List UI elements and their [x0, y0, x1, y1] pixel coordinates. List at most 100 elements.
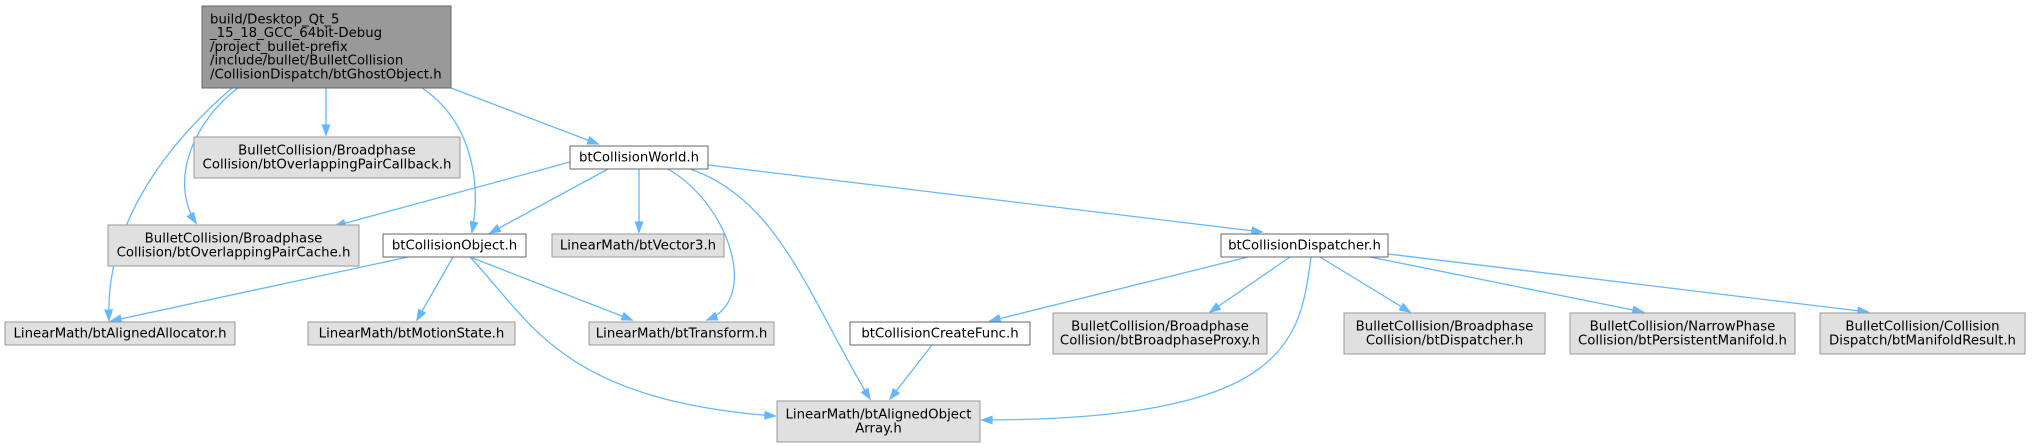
edges-layer: [104, 87, 1870, 425]
node-cdispatcher[interactable]: btCollisionDispatcher.h: [1220, 233, 1389, 258]
edge-cdispatcher-to-pmanifold: [1369, 256, 1645, 315]
node-vector3: LinearMath/btVector3.h: [551, 233, 725, 258]
node-label-line: BulletCollision/NarrowPhase: [1590, 320, 1776, 335]
edge-cobject-to-aalloc: [109, 256, 409, 324]
edge-line: [981, 256, 1312, 421]
node-transform: LinearMath/btTransform.h: [588, 321, 775, 346]
node-label-line: Collision/btPersistentManifold.h: [1578, 333, 1787, 348]
edge-line: [989, 256, 1249, 322]
node-label-line: /CollisionDispatch/btGhostObject.h: [210, 68, 442, 83]
edge-line: [110, 256, 409, 322]
edge-cdispatcher-to-mresult: [1387, 253, 1870, 316]
edge-line: [183, 87, 239, 224]
edge-arrowhead: [620, 311, 634, 321]
edge-arrowhead: [104, 309, 114, 322]
node-label-line: BulletCollision/Collision: [1845, 320, 1999, 335]
edge-ghost-to-cobject: [421, 87, 479, 234]
edge-arrowhead: [186, 211, 198, 225]
node-label-line: btCollisionObject.h: [392, 238, 517, 253]
edge-cobject-to-mstate: [416, 256, 454, 322]
node-mstate: LinearMath/btMotionState.h: [307, 321, 516, 346]
edge-ghost-to-aalloc: [104, 87, 233, 322]
node-label-line: BulletCollision/Broadphase: [145, 232, 323, 247]
node-label-line: BulletCollision/Broadphase: [1356, 320, 1534, 335]
edge-cobject-to-aoarray: [469, 256, 777, 420]
node-label-line: /project_bullet-prefix: [210, 40, 348, 55]
node-label-line: btCollisionWorld.h: [579, 150, 699, 165]
edge-arrowhead: [1208, 302, 1222, 314]
node-label-line: LinearMath/btMotionState.h: [319, 326, 505, 341]
node-label-line: Collision/btBroadphaseProxy.h: [1060, 333, 1260, 348]
node-label-line: btCollisionDispatcher.h: [1228, 238, 1381, 253]
node-box: [849, 321, 1031, 346]
node-opcallback: BulletCollision/BroadphaseCollision/btOv…: [193, 136, 461, 179]
node-label-line: Collision/btDispatcher.h: [1366, 333, 1523, 348]
edge-cworld-to-cobject: [488, 168, 609, 234]
node-box: [107, 224, 360, 267]
edge-arrowhead: [705, 312, 719, 321]
edge-arrowhead: [109, 314, 123, 324]
node-cworld[interactable]: btCollisionWorld.h: [569, 145, 709, 170]
edge-line: [1369, 256, 1644, 313]
edge-line: [450, 87, 599, 145]
node-ghost: build/Desktop_Qt_5_15_18_GCC_64bit-Debug…: [201, 5, 452, 89]
edge-line: [1387, 253, 1869, 313]
node-box: [588, 321, 775, 346]
node-pmanifold: BulletCollision/NarrowPhaseCollision/btP…: [1569, 312, 1796, 355]
node-label-line: LinearMath/btAlignedAllocator.h: [13, 326, 226, 341]
edge-ghost-to-opcallback: [321, 88, 331, 137]
edge-line: [489, 168, 609, 234]
node-box: [1819, 312, 2026, 355]
edge-line: [469, 256, 776, 417]
node-box: [4, 321, 236, 346]
node-ccreate[interactable]: btCollisionCreateFunc.h: [849, 321, 1031, 346]
edge-line: [667, 168, 735, 321]
node-label-line: Collision/btOverlappingPairCallback.h: [203, 157, 452, 172]
node-box: [1569, 312, 1796, 355]
node-label-line: LinearMath/btAlignedObject: [785, 408, 971, 423]
edge-arrowhead: [888, 387, 901, 401]
node-box: [1052, 312, 1268, 355]
edge-arrowhead: [1398, 302, 1412, 313]
edge-line: [421, 87, 476, 233]
edge-cdispatcher-to-dispatcher: [1319, 256, 1412, 313]
node-label-line: _15_18_GCC_64bit-Debug: [209, 26, 382, 41]
edge-arrowhead: [586, 136, 600, 145]
node-label-line: Collision/btOverlappingPairCache.h: [117, 245, 351, 260]
node-box: [382, 233, 527, 258]
node-label-line: LinearMath/btVector3.h: [560, 238, 716, 253]
nodes-layer: build/Desktop_Qt_5_15_18_GCC_64bit-Debug…: [4, 5, 2026, 443]
edge-arrowhead: [860, 387, 871, 401]
edge-arrowhead: [416, 308, 427, 322]
edge-line: [416, 256, 454, 321]
node-label-line: Dispatch/btManifoldResult.h: [1829, 333, 2016, 348]
edge-cdispatcher-to-bproxy: [1208, 256, 1291, 314]
node-mresult: BulletCollision/CollisionDispatch/btMani…: [1819, 312, 2026, 355]
node-label-line: build/Desktop_Qt_5: [210, 12, 339, 27]
edge-ghost-to-opcache: [183, 87, 239, 225]
node-box: [1343, 312, 1546, 355]
node-aalloc: LinearMath/btAlignedAllocator.h: [4, 321, 236, 346]
edge-cobject-to-transform: [469, 256, 634, 321]
edge-arrowhead: [1250, 226, 1264, 236]
edge-ccreate-to-aoarray: [888, 344, 933, 401]
node-box: [551, 233, 725, 258]
edge-line: [1209, 256, 1291, 313]
node-label-line: LinearMath/btTransform.h: [596, 326, 768, 341]
node-label-line: BulletCollision/Broadphase: [1071, 320, 1249, 335]
node-box: [201, 5, 452, 89]
edge-line: [1319, 256, 1411, 313]
node-cobject[interactable]: btCollisionObject.h: [382, 233, 527, 258]
edge-line: [108, 87, 233, 321]
edge-arrowhead: [764, 410, 777, 420]
node-box: [307, 321, 516, 346]
node-bproxy: BulletCollision/BroadphaseCollision/btBr…: [1052, 312, 1268, 355]
edge-cdispatcher-to-aoarray: [980, 256, 1312, 425]
edge-cworld-to-cdispatcher: [707, 164, 1264, 236]
node-opcache: BulletCollision/BroadphaseCollision/btOv…: [107, 224, 360, 267]
edge-arrowhead: [980, 415, 993, 425]
edge-line: [469, 256, 633, 321]
edge-ghost-to-cworld: [450, 87, 600, 145]
node-label-line: /include/bullet/BulletCollision: [210, 54, 403, 69]
